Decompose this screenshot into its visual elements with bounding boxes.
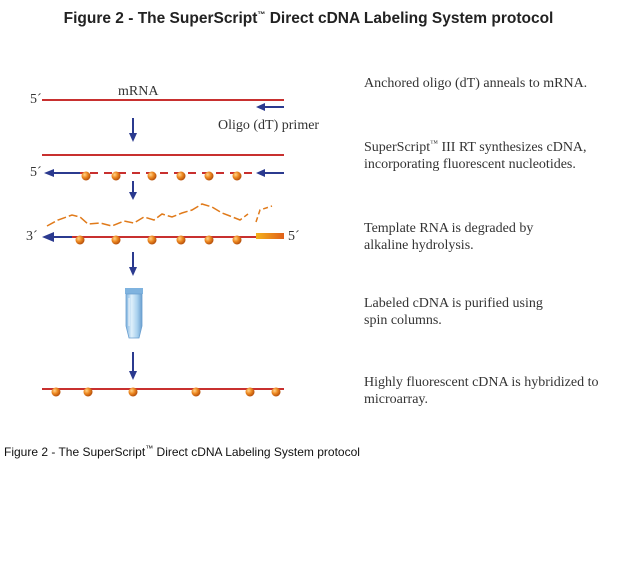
spin-column-icon [125,288,143,339]
five-prime-label-3: 5´ [288,229,300,244]
figure-title: Figure 2 - The SuperScript™ Direct cDNA … [0,10,617,28]
caption-tm: ™ [145,444,154,453]
fluorescent-bead [204,235,214,245]
step-5-text: Highly fluorescent cDNA is hybridized to… [364,375,599,407]
down-arrow-3-head [129,267,137,276]
five-prime-label-2: 5´ [30,165,42,180]
fluorescent-bead [111,171,121,181]
fluorescent-bead [83,387,93,397]
primer-segment [256,233,284,239]
step-2-tm: ™ [430,138,438,148]
caption-pre: Figure 2 - The SuperScript [4,445,146,459]
title-tm: ™ [257,9,266,19]
fluorescent-bead [245,387,255,397]
fluorescent-bead [111,235,121,245]
degraded-rna-tail [255,205,273,223]
bead-group-step5 [51,387,281,397]
oligo-primer-arrowhead [256,103,265,111]
spin-column-cap [125,288,143,294]
step-4-text: Labeled cDNA is purified using spin colu… [364,296,543,328]
step-2-post: III RT synthesizes cDNA, incorporating f… [364,140,587,172]
bead-group-step2 [81,171,242,181]
fluorescent-bead [128,387,138,397]
down-arrow-4-head [129,371,137,380]
fluorescent-bead [81,171,91,181]
fluorescent-bead [51,387,61,397]
oligo-primer-label: Oligo (dT) primer [218,118,320,133]
three-prime-label: 3´ [26,229,38,244]
mrna-label: mRNA [118,84,159,99]
bead-group-step3 [75,235,242,245]
fluorescent-bead [147,235,157,245]
caption-post: Direct cDNA Labeling System protocol [153,445,360,459]
step-2-text: SuperScript™ III RT synthesizes cDNA, in… [364,139,614,173]
fluorescent-bead [176,171,186,181]
fluorescent-bead [232,171,242,181]
fluorescent-bead [271,387,281,397]
fluorescent-bead [191,387,201,397]
cdna-arrow-left-head [44,169,54,177]
down-arrow-2-head [129,192,137,200]
title-rest: Direct cDNA Labeling System protocol [265,10,554,27]
step-1-text: Anchored oligo (dT) anneals to mRNA. [364,76,588,91]
five-prime-label-1: 5´ [30,92,42,107]
fluorescent-bead [176,235,186,245]
degraded-rna-fragments [46,203,249,227]
down-arrow-1-head [129,133,137,142]
step-2-pre: SuperScript [364,140,431,155]
spin-column-body [125,293,143,339]
fluorescent-bead [75,235,85,245]
fluorescent-bead [147,171,157,181]
fluorescent-bead [232,235,242,245]
primer-arrow-right-head [256,169,265,177]
fluorescent-bead [204,171,214,181]
step-3-text: Template RNA is degraded by alkaline hyd… [364,221,534,253]
figure-caption: Figure 2 - The SuperScript™ Direct cDNA … [4,444,360,460]
cdna-arrow-head [42,232,54,242]
title-main: Figure 2 - The SuperScript [63,10,258,27]
